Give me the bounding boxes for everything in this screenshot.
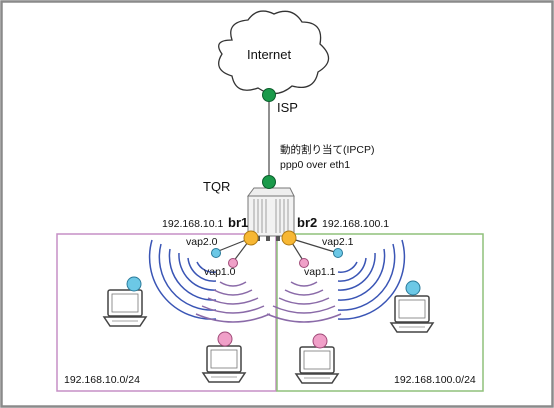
ppp-label: ppp0 over eth1 xyxy=(280,159,350,171)
lan-box-left xyxy=(56,233,277,392)
vap11-label: vap1.1 xyxy=(304,266,336,278)
vap10-node xyxy=(228,258,238,268)
br2-ip-label: 192.168.100.1 xyxy=(322,218,389,230)
laptop-icon xyxy=(201,331,247,383)
wireless-waves-right-vap11 xyxy=(266,281,342,323)
br1-label: br1 xyxy=(228,215,248,230)
cloud-icon xyxy=(218,10,330,95)
laptop-icon xyxy=(294,333,340,384)
vap10-label: vap1.0 xyxy=(204,266,236,278)
lan-box-right xyxy=(276,233,484,392)
br2-label: br2 xyxy=(297,215,317,230)
vap21-label: vap2.1 xyxy=(322,236,354,248)
laptop-icon xyxy=(389,280,435,333)
wireless-waves-left-vap20 xyxy=(148,239,217,320)
vap20-node xyxy=(211,248,221,258)
wireless-waves-left-vap10 xyxy=(195,281,271,323)
link-br2-vap21 xyxy=(288,237,339,254)
isp-label: ISP xyxy=(277,100,298,115)
device-label: TQR xyxy=(203,179,230,194)
assign-label: 動的割り当て(IPCP) xyxy=(280,143,375,156)
isp-node xyxy=(262,88,276,102)
br1-node xyxy=(243,230,259,246)
router-device-icon xyxy=(247,187,295,241)
vap20-label: vap2.0 xyxy=(186,236,218,248)
wan-port-node xyxy=(262,175,276,189)
subnet-left-label: 192.168.10.0/24 xyxy=(64,374,140,386)
vap21-node xyxy=(333,248,343,258)
vap11-node xyxy=(299,258,309,268)
laptop-icon xyxy=(102,276,148,327)
internet-label: Internet xyxy=(247,47,291,62)
subnet-right-label: 192.168.100.0/24 xyxy=(394,374,476,386)
br2-node xyxy=(281,230,297,246)
wireless-waves-right-vap21 xyxy=(337,239,406,320)
br1-ip-label: 192.168.10.1 xyxy=(162,218,223,230)
